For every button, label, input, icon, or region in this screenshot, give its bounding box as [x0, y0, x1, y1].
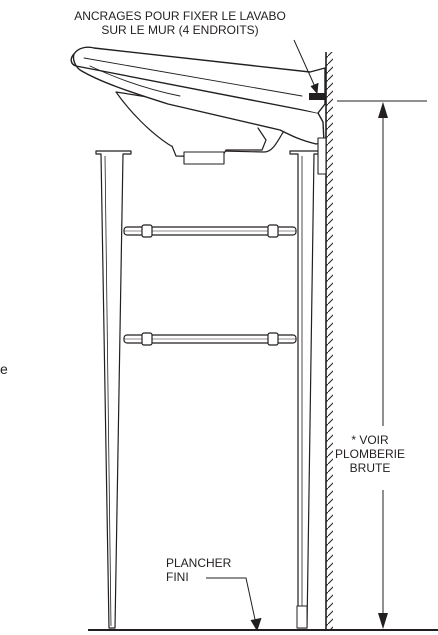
cropped-text-fragment: e	[0, 361, 8, 377]
basin-drain-tailpiece	[183, 151, 225, 165]
left-leg	[95, 150, 132, 629]
floor-label-line-1: PLANCHER	[166, 556, 232, 570]
dimension-arrow-top	[378, 102, 388, 118]
towel-bar-lower	[123, 332, 297, 346]
right-leg-foot	[296, 605, 308, 629]
left-leg-inner-line	[104, 155, 112, 627]
basin-top-edge	[73, 46, 326, 114]
basin	[70, 46, 327, 175]
anchors-label-line-1: ANCRAGES POUR FIXER LE LAVABO	[74, 9, 286, 23]
wall	[325, 52, 333, 630]
anchor-leader	[293, 39, 319, 95]
anchors-label-line-2: SUR LE MUR (4 ENDROITS)	[101, 23, 259, 37]
towel-bars	[123, 224, 297, 346]
basin-rim-inner-edge	[83, 57, 303, 97]
wall-bracket	[317, 137, 327, 175]
towel-bar-upper	[123, 224, 297, 238]
height-dimension	[337, 100, 427, 631]
plumbing-label-line-1: * VOIR	[351, 433, 389, 447]
basin-drain-body	[171, 127, 267, 158]
plumbing-label-line-3: BRUTE	[349, 461, 391, 475]
basin-rim	[70, 53, 325, 145]
right-leg	[289, 150, 320, 629]
dimension-arrow-bottom	[378, 613, 388, 629]
wall-hatching	[326, 52, 333, 630]
floor-label-line-2: FINI	[166, 570, 189, 584]
plumbing-label-line-2: PLOMBERIE	[334, 447, 406, 461]
floor-leader	[206, 577, 262, 632]
wall-anchor	[309, 93, 326, 100]
